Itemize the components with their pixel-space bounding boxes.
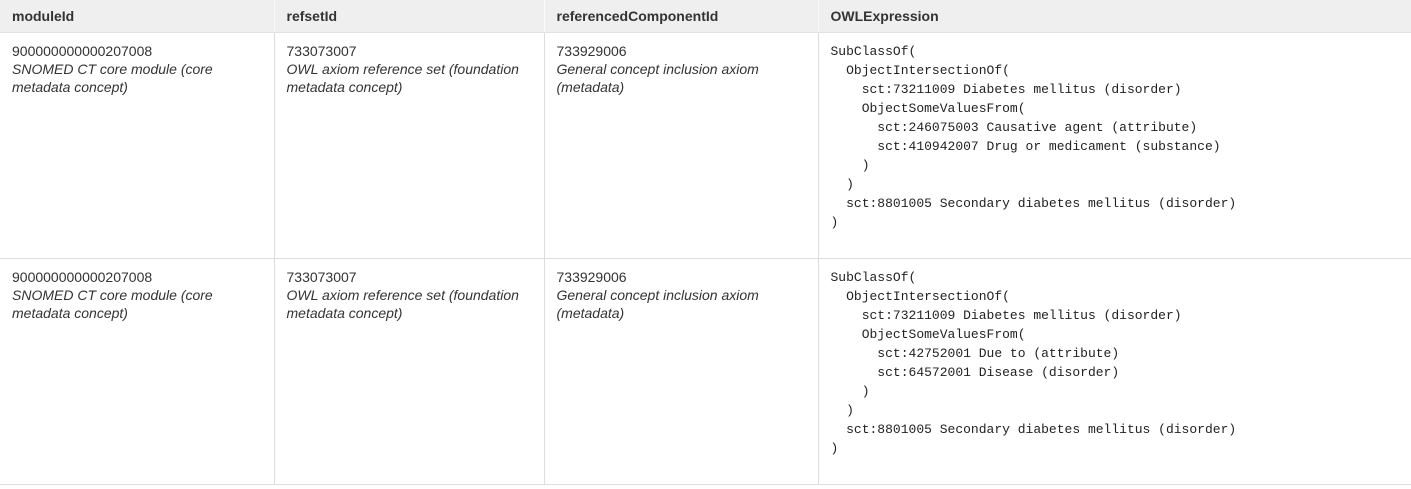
refsetid-value: 733073007 [286, 42, 357, 59]
referencedcomponentid-term: General concept inclusion axiom (metadat… [556, 286, 759, 321]
owl-expression-code: SubClassOf( ObjectIntersectionOf( sct:73… [830, 269, 1237, 456]
referencedcomponentid-value: 733929006 [556, 42, 627, 59]
cell-owlexpression: SubClassOf( ObjectIntersectionOf( sct:73… [818, 32, 1411, 259]
cell-moduleid: 900000000000207008 SNOMED CT core module… [0, 258, 275, 485]
refsetid-term: OWL axiom reference set (foundation meta… [286, 286, 519, 321]
moduleid-term: SNOMED CT core module (core metadata con… [12, 286, 213, 321]
cell-owlexpression: SubClassOf( ObjectIntersectionOf( sct:73… [818, 258, 1411, 485]
refsetid-term: OWL axiom reference set (foundation meta… [286, 60, 519, 95]
column-header-owlexpression: OWLExpression [818, 0, 1411, 33]
owl-expression-code: SubClassOf( ObjectIntersectionOf( sct:73… [830, 43, 1237, 230]
moduleid-value: 900000000000207008 [12, 268, 153, 285]
referencedcomponentid-value: 733929006 [556, 268, 627, 285]
table-row: 900000000000207008 SNOMED CT core module… [0, 32, 1411, 259]
column-header-referencedcomponentid: referencedComponentId [544, 0, 819, 33]
referencedcomponentid-term: General concept inclusion axiom (metadat… [556, 60, 759, 95]
moduleid-term: SNOMED CT core module (core metadata con… [12, 60, 213, 95]
cell-referencedcomponentid: 733929006 General concept inclusion axio… [544, 32, 819, 259]
table-header-row: moduleId refsetId referencedComponentId … [0, 0, 1411, 33]
moduleid-value: 900000000000207008 [12, 42, 153, 59]
cell-refsetid: 733073007 OWL axiom reference set (found… [274, 258, 545, 485]
column-header-refsetid: refsetId [274, 0, 545, 33]
cell-moduleid: 900000000000207008 SNOMED CT core module… [0, 32, 275, 259]
column-header-moduleid: moduleId [0, 0, 275, 33]
refsetid-value: 733073007 [286, 268, 357, 285]
cell-referencedcomponentid: 733929006 General concept inclusion axio… [544, 258, 819, 485]
table-row: 900000000000207008 SNOMED CT core module… [0, 258, 1411, 485]
cell-refsetid: 733073007 OWL axiom reference set (found… [274, 32, 545, 259]
